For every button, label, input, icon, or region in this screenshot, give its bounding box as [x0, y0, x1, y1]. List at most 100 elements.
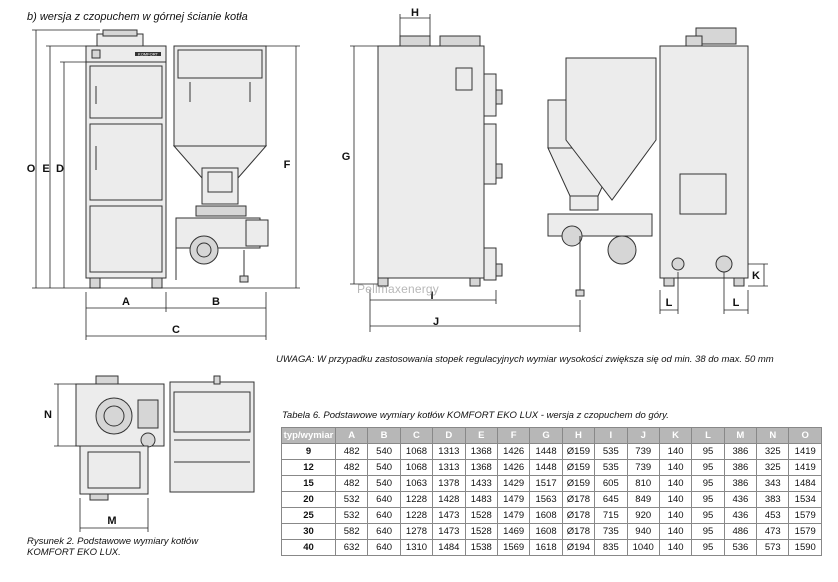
column-header: O: [788, 427, 822, 444]
table-cell: 920: [626, 507, 660, 524]
nameplate-text: KOMFORT: [138, 52, 158, 57]
table-cell: 1313: [432, 459, 466, 476]
table-cell: 1419: [788, 443, 822, 460]
table-cell: 535: [594, 443, 628, 460]
dim-label-d: D: [56, 163, 64, 175]
table-cell: 573: [756, 539, 790, 556]
table-cell: 343: [756, 475, 790, 492]
table-cell: 140: [658, 539, 693, 556]
table-cell: 1068: [399, 459, 434, 476]
table-header-row: typ/wymiar A B C D E F G H I J K L M N O: [281, 427, 822, 444]
drawing-title: b) wersja z czopuchem w górnej ścianie k…: [27, 11, 248, 23]
table-cell: 1590: [788, 539, 822, 556]
row-type-cell: 30: [281, 523, 336, 540]
table-cell: 436: [723, 491, 758, 508]
column-header: A: [334, 427, 369, 444]
table-cell: 940: [626, 523, 660, 540]
table-cell: Ø178: [561, 507, 596, 524]
table-cell: 1569: [496, 539, 531, 556]
dim-label-e: E: [42, 163, 49, 175]
table-cell: 1484: [432, 539, 466, 556]
column-header: F: [496, 427, 531, 444]
table-cell: 582: [334, 523, 369, 540]
column-header: M: [723, 427, 758, 444]
table-cell: 1473: [432, 507, 466, 524]
table-cell: 645: [594, 491, 628, 508]
column-header: B: [367, 427, 401, 444]
table-cell: 95: [691, 491, 725, 508]
column-header: I: [594, 427, 628, 444]
dim-label-b: B: [212, 296, 220, 308]
table-cell: 532: [334, 507, 369, 524]
table-cell: 640: [367, 491, 401, 508]
table-cell: 1419: [788, 459, 822, 476]
side-dimensions: H G I J: [342, 7, 581, 332]
dim-label-l-left: L: [666, 297, 673, 309]
table-cell: 1469: [496, 523, 531, 540]
table-cell: 95: [691, 507, 725, 524]
table-cell: 1428: [432, 491, 466, 508]
table-cell: 436: [723, 507, 758, 524]
table-cell: 95: [691, 539, 725, 556]
column-header: L: [691, 427, 725, 444]
table-cell: 849: [626, 491, 660, 508]
table-cell: 1310: [399, 539, 434, 556]
front-dimensions: O E D F A B C: [27, 29, 300, 340]
table-cell: 1278: [399, 523, 434, 540]
table-cell: 1068: [399, 443, 434, 460]
dim-label-i: I: [430, 290, 433, 302]
table-cell: 140: [658, 443, 693, 460]
table-cell: 1368: [464, 459, 498, 476]
table-cell: 540: [367, 443, 401, 460]
column-header: D: [432, 427, 466, 444]
table-cell: 1528: [464, 523, 498, 540]
top-dimensions: N M: [44, 383, 149, 532]
dimensions-table: typ/wymiar A B C D E F G H I J K L M N O…: [281, 427, 822, 556]
table-cell: 325: [756, 459, 790, 476]
table-cell: 95: [691, 523, 725, 540]
table-cell: 325: [756, 443, 790, 460]
table-cell: 1448: [529, 459, 563, 476]
table-cell: Ø194: [561, 539, 596, 556]
table-cell: 1426: [496, 443, 531, 460]
column-header: C: [399, 427, 434, 444]
table-cell: 535: [594, 459, 628, 476]
table-cell: 386: [723, 459, 758, 476]
dim-label-h: H: [411, 7, 419, 19]
table-cell: 1608: [529, 507, 563, 524]
dim-label-g: G: [342, 151, 351, 163]
rear-dimensions: K L L: [659, 263, 768, 314]
top-view: [75, 375, 255, 501]
table-cell: 1040: [626, 539, 660, 556]
table-cell: 810: [626, 475, 660, 492]
table-cell: 1528: [464, 507, 498, 524]
table-cell: 1538: [464, 539, 498, 556]
table-cell: 1473: [432, 523, 466, 540]
table-cell: 1579: [788, 507, 822, 524]
table-cell: 735: [594, 523, 628, 540]
table-cell: 95: [691, 475, 725, 492]
table-cell: 1368: [464, 443, 498, 460]
dim-label-o: O: [27, 163, 36, 175]
table-cell: 1579: [788, 523, 822, 540]
table-cell: 1517: [529, 475, 563, 492]
table-cell: 140: [658, 491, 693, 508]
table-cell: 482: [334, 443, 369, 460]
rear-view: [565, 27, 749, 287]
table-cell: 1484: [788, 475, 822, 492]
figure-caption-line: Rysunek 2. Podstawowe wymiary kotłów: [27, 536, 199, 547]
front-view: KOMFORT: [85, 29, 269, 289]
table-cell: 482: [334, 459, 369, 476]
table-cell: 640: [367, 523, 401, 540]
table-cell: 1479: [496, 491, 531, 508]
table-cell: 486: [723, 523, 758, 540]
watermark: Pellmaxenergy: [357, 282, 439, 296]
table-cell: 95: [691, 459, 725, 476]
figure-caption: Rysunek 2. Podstawowe wymiary kotłów KOM…: [27, 536, 198, 558]
table-cell: 140: [658, 507, 693, 524]
